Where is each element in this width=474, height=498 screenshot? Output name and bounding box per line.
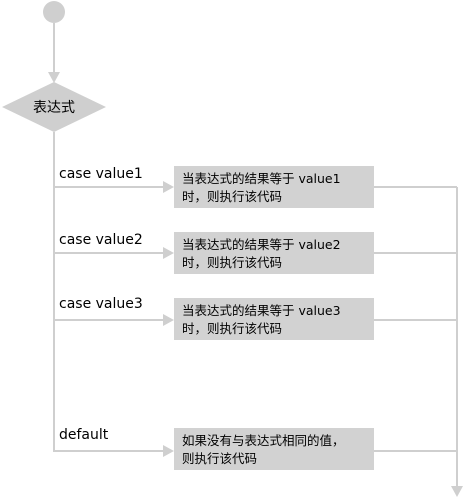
start-connector-arrowhead — [48, 72, 60, 83]
case3-label: case value3 — [59, 296, 143, 312]
default-action-box — [174, 428, 374, 470]
case2-label: case value2 — [59, 232, 143, 248]
case3-arrowhead — [163, 314, 174, 326]
case1-action-line1: 当表达式的结果等于 value1 — [182, 171, 341, 186]
default-action-line2: 则执行该代码 — [182, 451, 257, 466]
case2-arrowhead — [163, 247, 174, 259]
case1-label: case value1 — [59, 166, 143, 182]
default-label: default — [59, 427, 109, 443]
case3-action-line2: 时，则执行该代码 — [182, 321, 282, 336]
end-arrowhead — [451, 486, 463, 497]
start-node — [43, 1, 65, 23]
case2-action-box — [174, 232, 374, 274]
case2-action-line1: 当表达式的结果等于 value2 — [182, 237, 341, 252]
default-arrowhead — [163, 445, 174, 457]
default-action-line1: 如果没有与表达式相同的值， — [182, 433, 345, 448]
case1-action-box — [174, 166, 374, 208]
case3-action-line1: 当表达式的结果等于 value3 — [182, 303, 341, 318]
case2-action-line2: 时，则执行该代码 — [182, 255, 282, 270]
case1-action-line2: 时，则执行该代码 — [182, 189, 282, 204]
decision-label: 表达式 — [33, 100, 75, 116]
case3-action-box — [174, 298, 374, 340]
case1-arrowhead — [163, 181, 174, 193]
decision-diamond — [2, 82, 106, 132]
